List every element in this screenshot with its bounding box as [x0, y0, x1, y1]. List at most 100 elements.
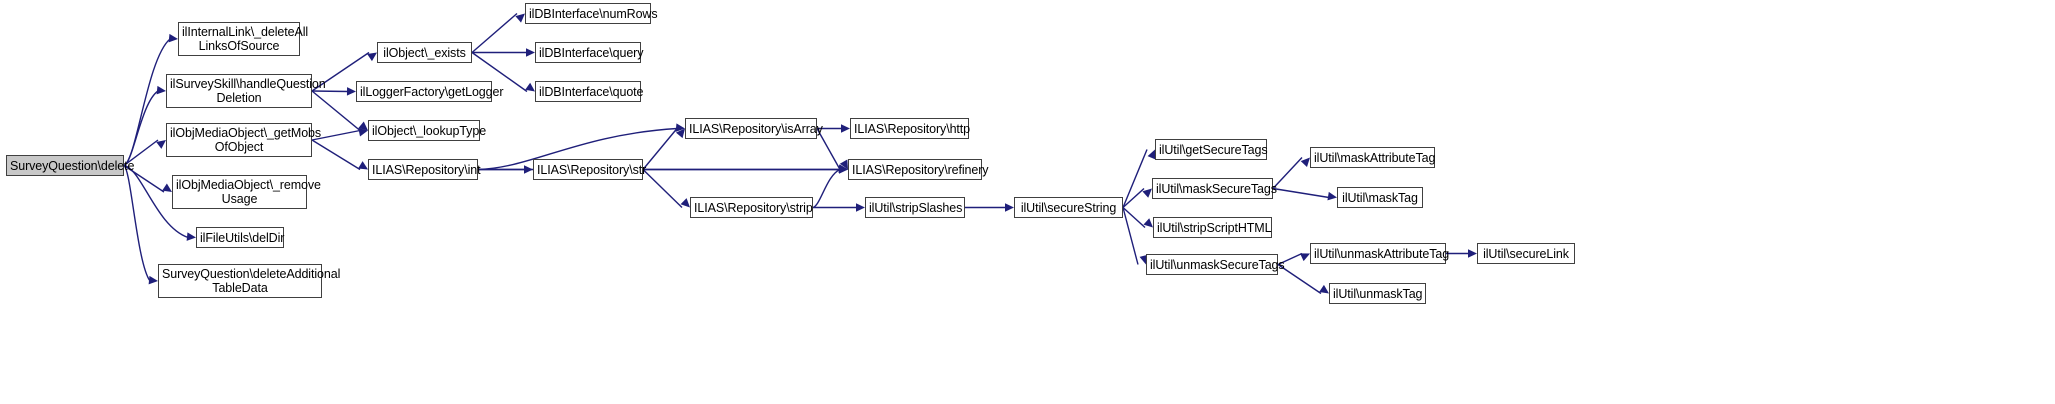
- graph-edge-arrowhead: [838, 164, 848, 173]
- graph-node-label: ILIAS\Repository\refinery: [852, 162, 989, 177]
- graph-node[interactable]: ilLoggerFactory\getLogger: [356, 81, 504, 102]
- graph-node-label: ilFileUtils\delDir: [200, 230, 285, 245]
- graph-edge-arrowhead: [839, 165, 848, 174]
- graph-edge-arrowhead: [1327, 191, 1337, 201]
- graph-node[interactable]: ilUtil\unmaskAttributeTag: [1310, 243, 1450, 264]
- graph-edge-arrowhead: [1300, 253, 1310, 262]
- graph-node-label: ilUtil\secureLink: [1483, 246, 1569, 261]
- graph-edge-arrowhead: [675, 123, 685, 132]
- graph-node[interactable]: ILIAS\Repository\int: [368, 159, 481, 180]
- graph-node-label: ilDBInterface\numRows: [529, 6, 658, 21]
- graph-node-label: ilDBInterface\query: [539, 45, 644, 60]
- graph-node[interactable]: ilDBInterface\query: [535, 42, 644, 63]
- graph-edge-arrowhead: [680, 198, 690, 208]
- graph-edge-arrowhead: [168, 33, 178, 43]
- graph-edge: [1122, 207, 1139, 265]
- graph-node[interactable]: ilUtil\stripScriptHTML: [1153, 217, 1272, 238]
- graph-node[interactable]: ILIAS\Repository\http: [850, 118, 971, 139]
- graph-edge-arrowhead: [156, 85, 166, 95]
- graph-edge: [1122, 206, 1146, 229]
- graph-edge-arrowhead: [838, 164, 848, 173]
- graph-node[interactable]: ilUtil\maskSecureTags: [1152, 178, 1277, 199]
- graph-node-label: ilUtil\unmaskSecureTags: [1150, 257, 1285, 272]
- graph-edge: [123, 90, 159, 167]
- graph-node[interactable]: ilFileUtils\delDir: [196, 227, 284, 248]
- graph-edge: [812, 168, 841, 209]
- graph-node-label: ILIAS\Repository\strip: [694, 200, 813, 215]
- graph-node[interactable]: ilDBInterface\quote: [535, 81, 644, 102]
- graph-edge-arrowhead: [156, 140, 166, 149]
- graph-node[interactable]: ilUtil\secureString: [1014, 197, 1123, 218]
- graph-edge-arrowhead: [1300, 157, 1310, 168]
- graph-node-label: ilUtil\unmaskAttributeTag: [1314, 246, 1450, 261]
- graph-edge: [311, 90, 361, 132]
- graph-node-label: ilUtil\maskSecureTags: [1156, 181, 1277, 196]
- graph-node[interactable]: ilUtil\maskAttributeTag: [1310, 147, 1435, 168]
- graph-edge-arrowhead: [162, 183, 172, 192]
- graph-node-label: SurveyQuestion\delete: [10, 158, 135, 173]
- graph-edge: [642, 128, 678, 170]
- graph-node-label: SurveyQuestion\deleteAdditional TableDat…: [162, 267, 341, 295]
- graph-node-label: ilObjMediaObject\_getMobs OfObject: [170, 126, 322, 154]
- graph-edge-arrowhead: [515, 13, 525, 23]
- graph-edge: [1272, 157, 1303, 189]
- graph-edge-arrowhead: [148, 275, 158, 285]
- graph-node-label: ilUtil\stripScriptHTML: [1157, 220, 1272, 235]
- graph-node[interactable]: ilObject\_lookupType: [368, 120, 487, 141]
- graph-edge-arrowhead: [358, 161, 368, 170]
- graph-edge-arrowhead: [1319, 284, 1329, 294]
- graph-node[interactable]: SurveyQuestion\delete: [6, 155, 135, 176]
- graph-edge: [471, 12, 518, 54]
- graph-node-label: ILIAS\Repository\http: [854, 121, 971, 136]
- graph-node-label: ilObjMediaObject\_remove Usage: [176, 178, 321, 206]
- graph-node-label: ilSurveySkill\handleQuestion Deletion: [170, 77, 326, 105]
- graph-node-label: ilUtil\maskAttributeTag: [1314, 150, 1436, 165]
- graph-node[interactable]: ilUtil\maskTag: [1337, 187, 1423, 208]
- graph-node[interactable]: ILIAS\Repository\isArray: [685, 118, 823, 139]
- graph-edge: [123, 164, 151, 282]
- graph-edge-arrowhead: [186, 232, 196, 241]
- graph-node[interactable]: ilDBInterface\numRows: [525, 3, 658, 24]
- graph-node[interactable]: ilObject\_exists: [377, 42, 472, 63]
- graph-edge-arrowhead: [358, 121, 368, 131]
- graph-node[interactable]: ilSurveySkill\handleQuestion Deletion: [166, 74, 326, 108]
- graph-edge-arrowhead: [675, 128, 685, 139]
- graph-edge-arrowhead: [1143, 218, 1153, 228]
- graph-edge-arrowhead: [367, 52, 377, 62]
- graph-node[interactable]: ILIAS\Repository\strip: [690, 197, 813, 218]
- graph-edge: [311, 139, 361, 171]
- graph-edge-arrowhead: [358, 128, 368, 137]
- graph-node-label: ILIAS\Repository\int: [372, 162, 481, 177]
- graph-node-label: ilUtil\getSecureTags: [1159, 142, 1268, 157]
- graph-node[interactable]: ilUtil\getSecureTags: [1155, 139, 1268, 160]
- graph-edge: [311, 90, 349, 93]
- graph-node[interactable]: ilObjMediaObject\_remove Usage: [172, 175, 321, 209]
- graph-node[interactable]: ilUtil\secureLink: [1477, 243, 1575, 264]
- graph-node-label: ilObject\_lookupType: [372, 123, 487, 138]
- graph-edge-arrowhead: [1142, 188, 1152, 198]
- graph-edge-arrowhead: [524, 165, 533, 174]
- graph-node-label: ilUtil\secureString: [1020, 200, 1117, 215]
- graph-edge: [642, 168, 683, 209]
- graph-edge-arrowhead: [839, 159, 848, 170]
- graph-node[interactable]: ilUtil\stripSlashes: [865, 197, 965, 218]
- graph-edge-arrowhead: [346, 87, 356, 96]
- graph-edge-arrowhead: [1468, 249, 1477, 258]
- graph-node[interactable]: ILIAS\Repository\str: [533, 159, 647, 180]
- graph-node-label: ilUtil\stripSlashes: [869, 200, 963, 215]
- graph-edge: [123, 38, 171, 167]
- graph-edge-arrowhead: [526, 48, 535, 57]
- graph-node-label: ILIAS\Repository\str: [537, 162, 647, 177]
- graph-node-label: ILIAS\Repository\isArray: [689, 121, 823, 136]
- graph-node[interactable]: SurveyQuestion\deleteAdditional TableDat…: [158, 264, 341, 298]
- graph-node-label: ilObject\_exists: [383, 45, 466, 60]
- graph-edge-arrowhead: [525, 82, 535, 92]
- graph-node[interactable]: ilUtil\unmaskTag: [1329, 283, 1426, 304]
- graph-node-label: ilUtil\unmaskTag: [1333, 286, 1423, 301]
- graph-node[interactable]: ilObjMediaObject\_getMobs OfObject: [166, 123, 322, 157]
- graph-node[interactable]: ilInternalLink\_deleteAll LinksOfSource: [178, 22, 309, 56]
- graph-edge-arrowhead: [841, 124, 850, 133]
- graph-node-label: ilInternalLink\_deleteAll LinksOfSource: [182, 25, 309, 53]
- graph-node[interactable]: ILIAS\Repository\refinery: [848, 159, 989, 180]
- graph-node[interactable]: ilUtil\unmaskSecureTags: [1146, 254, 1285, 275]
